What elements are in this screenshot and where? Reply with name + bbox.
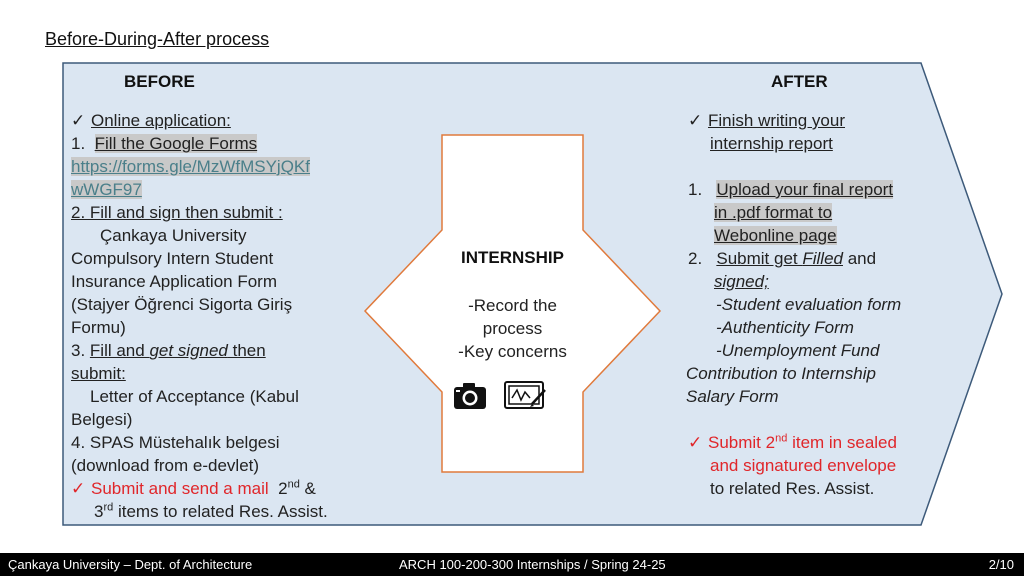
after-step1-l3: Webonline page <box>714 226 837 245</box>
form-unemployment-fund-l3: Salary Form <box>686 387 779 406</box>
step2-line2: Compulsory Intern Student <box>71 249 274 268</box>
footer-bar: Çankaya University – Dept. of Architectu… <box>0 553 1024 576</box>
step3-line2: Belgesi) <box>71 410 133 429</box>
after-finish-cont: internship report <box>710 134 833 153</box>
during-line2: process <box>482 319 543 338</box>
google-forms-link[interactable]: https://forms.gle/MzWfMSYjQKf <box>71 157 310 176</box>
before-submit-mail: ✓Submit and send a mail 2nd & <box>71 477 316 500</box>
during-line1: -Record the <box>468 296 557 315</box>
footer-left: Çankaya University – Dept. of Architectu… <box>8 557 253 572</box>
step3-submit: submit: <box>71 364 126 383</box>
check-icon: ✓ <box>688 433 703 452</box>
after-step1: 1. Upload your final report <box>688 180 894 199</box>
check-icon: ✓ <box>688 111 703 130</box>
during-line3: -Key concerns <box>458 342 567 361</box>
step2-line3: Insurance Application Form <box>71 272 277 291</box>
before-step1: 1. Fill the Google Forms <box>71 134 258 153</box>
after-step2: 2. Submit get Filled and <box>688 249 877 268</box>
before-submit-mail-cont: 3rd items to related Res. Assist. <box>94 501 328 521</box>
step2-line1: Çankaya University <box>100 226 247 245</box>
step2-line4: (Stajyer Öğrenci Sigorta Giriş <box>71 295 293 314</box>
form-authenticity: -Authenticity Form <box>716 318 854 337</box>
before-step2: 2. Fill and sign then submit : <box>71 203 283 222</box>
check-icon: ✓ <box>71 479 86 498</box>
step4-line2: (download from e-devlet) <box>71 456 260 475</box>
check-icon: ✓ <box>71 111 86 130</box>
form-student-evaluation: -Student evaluation form <box>716 295 902 314</box>
slide-title: Before-During-After process <box>45 29 270 49</box>
internship-heading: INTERNSHIP <box>461 248 564 267</box>
after-finish: ✓Finish writing your <box>688 109 845 132</box>
camera-icon <box>454 383 486 409</box>
signature-icon <box>504 381 546 409</box>
form-unemployment-fund: -Unemployment Fund <box>716 341 880 360</box>
step3-line1: Letter of Acceptance (Kabul <box>90 387 299 406</box>
after-step2-signed: signed; <box>714 272 769 291</box>
after-submit-sealed: ✓Submit 2nd item in sealed <box>688 431 897 454</box>
form-unemployment-fund-l2: Contribution to Internship <box>686 364 876 383</box>
before-step3: 3. Fill and get signed then <box>71 341 266 360</box>
step4-line1: 4. SPAS Müstehalık belgesi <box>71 433 280 452</box>
before-heading: BEFORE <box>124 72 195 91</box>
before-online-application: ✓Online application: <box>71 109 231 132</box>
after-heading: AFTER <box>771 72 828 91</box>
after-step1-l2: in .pdf format to <box>714 203 833 222</box>
after-submit-sealed-l3: to related Res. Assist. <box>710 479 875 498</box>
step2-line5: Formu) <box>71 318 126 337</box>
after-submit-sealed-l2: and signatured envelope <box>710 456 897 475</box>
google-forms-link-cont[interactable]: wWGF97 <box>71 180 142 199</box>
center-double-arrow <box>363 134 662 473</box>
page-number: 2/10 <box>988 557 1014 572</box>
footer-center: ARCH 100-200-300 Internships / Spring 24… <box>399 557 666 572</box>
